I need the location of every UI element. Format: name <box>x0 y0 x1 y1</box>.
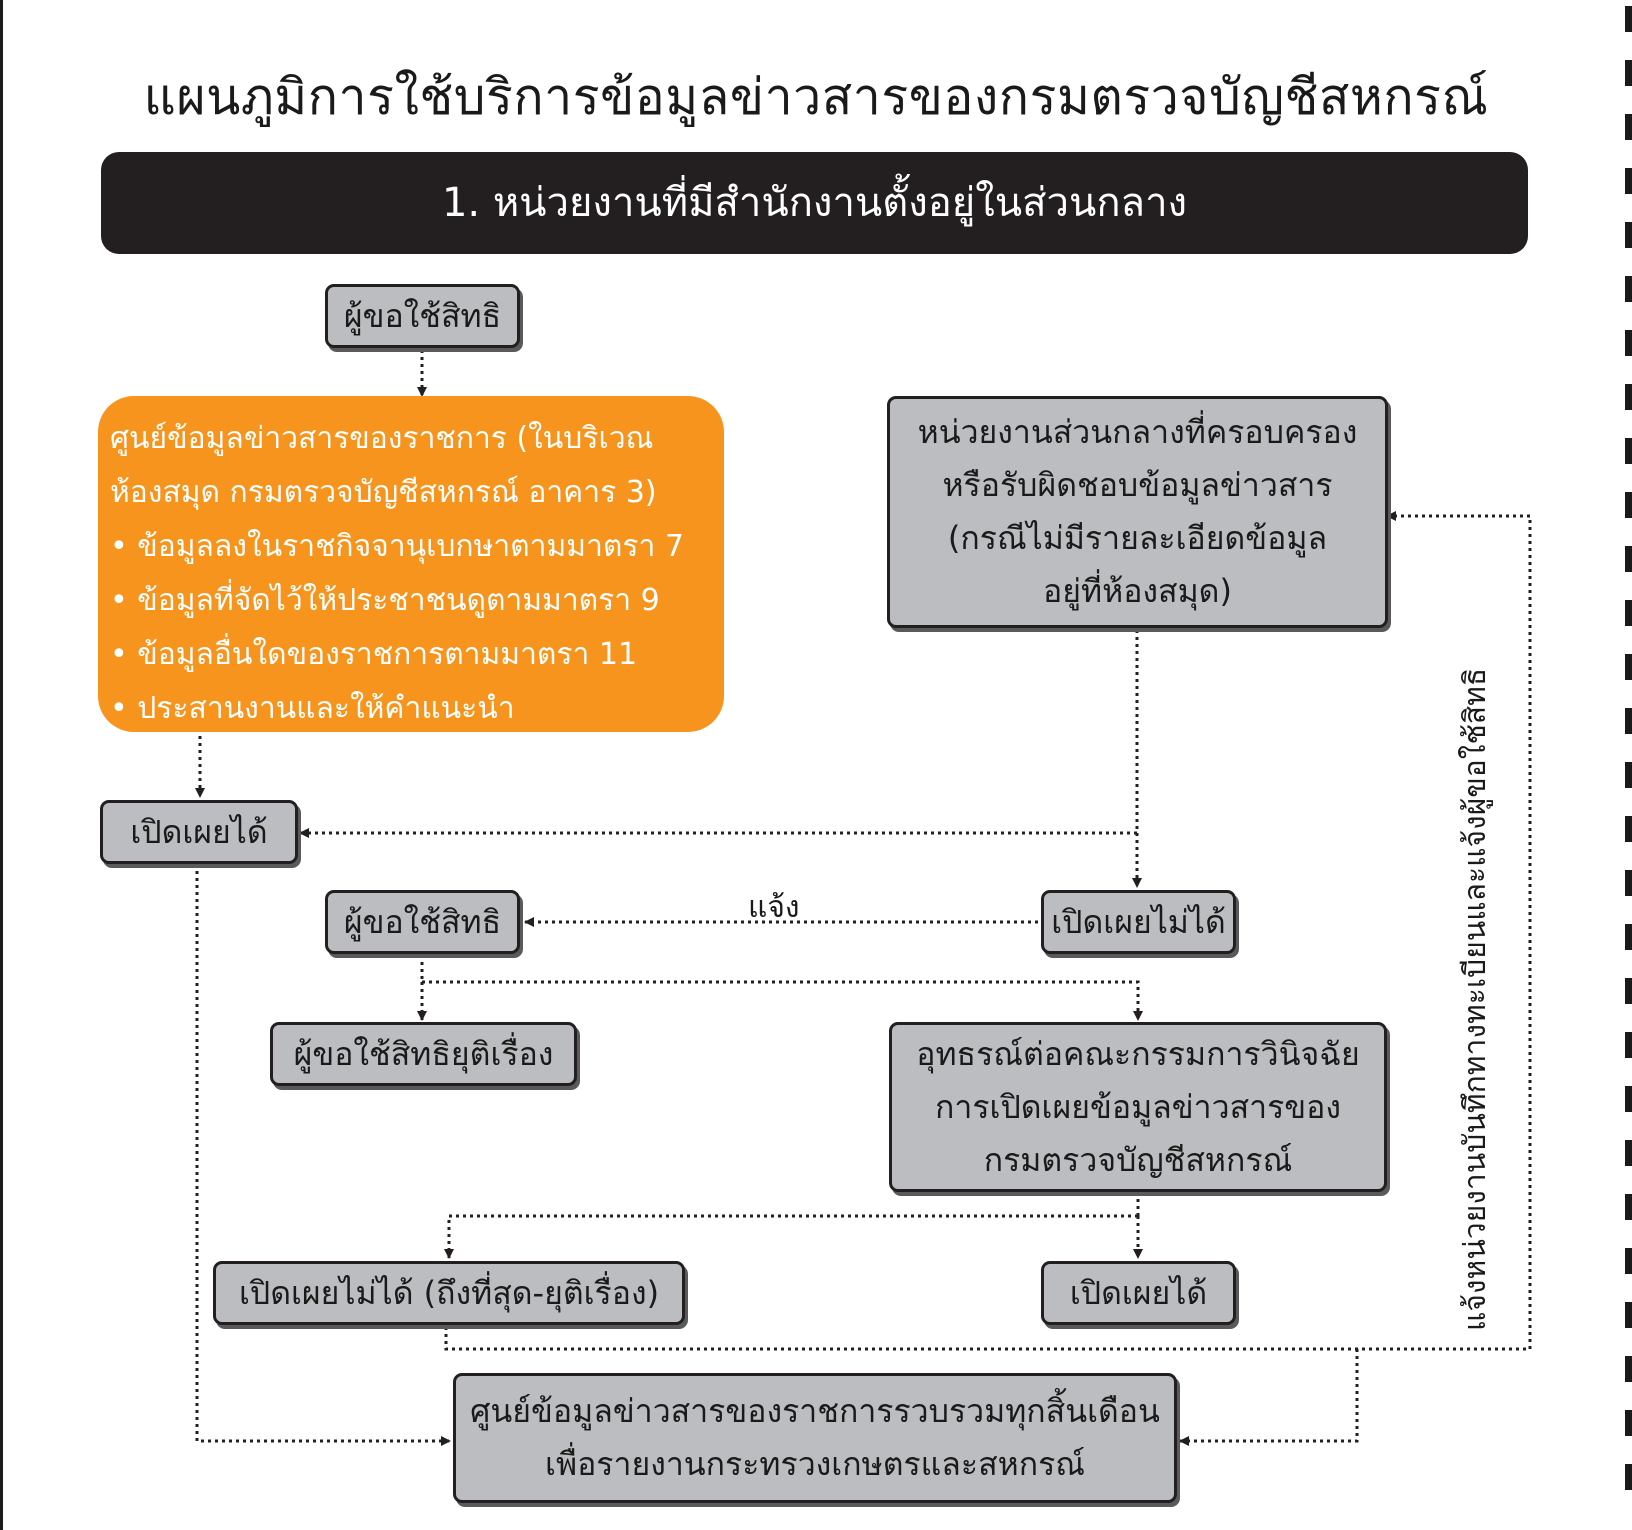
edge-dash <box>1625 1356 1632 1382</box>
disclose-ok-right-box: เปิดเผยได้ <box>1041 1261 1236 1325</box>
info-center-line: ศูนย์ข้อมูลข่าวสารของราชการ (ในบริเวณ <box>110 421 654 456</box>
arrow-to-not-disclose-final <box>444 1214 1138 1259</box>
edge-dash <box>1625 1464 1632 1490</box>
edge-dash <box>1625 1194 1632 1220</box>
report-line: เพื่อรายงานกระทรวงเกษตรและสหกรณ์ <box>545 1445 1085 1483</box>
line-final-to-loop <box>444 511 1532 1351</box>
arrow-loop-to-report <box>1179 1349 1359 1446</box>
edge-dash <box>1625 492 1632 518</box>
edge-dash <box>1625 1032 1632 1058</box>
line-to-appeal <box>422 980 1143 1021</box>
page-title: แผนภูมิการใช้บริการข้อมูลข่าวสารของกรมตร… <box>143 68 1489 126</box>
central-unit-line: หน่วยงานส่วนกลางที่ครอบครอง <box>917 413 1358 451</box>
edge-dash <box>1625 600 1632 626</box>
central-unit-box: หน่วยงานส่วนกลางที่ครอบครอง หรือรับผิดชอ… <box>887 396 1388 628</box>
edge-dash <box>1625 1410 1632 1436</box>
edge-dash <box>1625 978 1632 1004</box>
info-center-bullet: ข้อมูลลงในราชกิจจานุเบกษาตามมาตรา 7 <box>110 520 714 574</box>
info-center-bullet: ประสานงานและให้คำแนะนำ <box>110 682 714 736</box>
edge-dash <box>1625 708 1632 734</box>
edge-dash <box>1625 1086 1632 1112</box>
edge-dash <box>1625 1140 1632 1166</box>
appeal-line: การเปิดเผยข้อมูลข่าวสารของ <box>934 1087 1341 1126</box>
appeal-line: อุทธรณ์ต่อคณะกรรมการวินิจฉัย <box>916 1034 1360 1073</box>
page-left-border <box>0 0 3 1530</box>
requester-end-box: ผู้ขอใช้สิทธิยุติเรื่อง <box>270 1022 577 1086</box>
edge-dash <box>1625 438 1632 464</box>
requester-box-mid: ผู้ขอใช้สิทธิ <box>325 890 520 954</box>
central-unit-line: (กรณีไม่มีรายละเอียดข้อมูล <box>947 519 1328 557</box>
edge-dash <box>1625 114 1632 140</box>
edge-dash <box>1625 816 1632 842</box>
edge-dash <box>1625 546 1632 572</box>
edge-dash <box>1625 6 1632 32</box>
vertical-note: แจ้งหน่วยงานบันทึกทางทะเบียนและแจ้งผู้ขอ… <box>1458 667 1493 1331</box>
edge-dash <box>1625 60 1632 86</box>
info-center-line: ห้องสมุด กรมตรวจบัญชีสหกรณ์ อาคาร 3) <box>110 475 657 510</box>
appeal-box: อุทธรณ์ต่อคณะกรรมการวินิจฉัย การเปิดเผยข… <box>889 1022 1387 1192</box>
edge-dash <box>1625 168 1632 194</box>
notify-label: แจ้ง <box>748 890 800 925</box>
not-disclose-box: เปิดเผยไม่ได้ <box>1041 890 1236 954</box>
edge-dash <box>1625 384 1632 410</box>
not-disclose-final-box: เปิดเผยไม่ได้ (ถึงที่สุด-ยุติเรื่อง) <box>213 1261 685 1325</box>
section-banner: 1. หน่วยงานที่มีสำนักงานตั้งอยู่ในส่วนกล… <box>101 152 1528 254</box>
appeal-line: กรมตรวจบัญชีสหกรณ์ <box>983 1140 1293 1179</box>
report-line: ศูนย์ข้อมูลข่าวสารของราชการรวบรวมทุกสิ้น… <box>470 1392 1160 1430</box>
info-center-box: ศูนย์ข้อมูลข่าวสารของราชการ (ในบริเวณ ห้… <box>98 396 724 732</box>
requester-box-top: ผู้ขอใช้สิทธิ <box>325 284 520 348</box>
edge-dash <box>1625 1248 1632 1274</box>
edge-dash <box>1625 222 1632 248</box>
edge-dash <box>1625 330 1632 356</box>
edge-dash <box>1625 762 1632 788</box>
arrow-left-to-report <box>195 864 451 1446</box>
info-center-bullet: ข้อมูลอื่นใดของราชการตามมาตรา 11 <box>110 628 714 682</box>
edge-dash <box>1625 276 1632 302</box>
edge-dash <box>1625 924 1632 950</box>
central-unit-line: อยู่ที่ห้องสมุด) <box>1043 572 1232 610</box>
central-unit-line: หรือรับผิดชอบข้อมูลข่าวสาร <box>942 466 1333 504</box>
info-center-bullet: ข้อมูลที่จัดไว้ให้ประชาชนดูตามมาตรา 9 <box>110 574 714 628</box>
report-box: ศูนย์ข้อมูลข่าวสารของราชการรวบรวมทุกสิ้น… <box>453 1373 1177 1503</box>
disclose-ok-left-box: เปิดเผยได้ <box>100 800 298 864</box>
edge-dash <box>1625 1302 1632 1328</box>
edge-dash <box>1625 654 1632 680</box>
edge-dash <box>1625 870 1632 896</box>
